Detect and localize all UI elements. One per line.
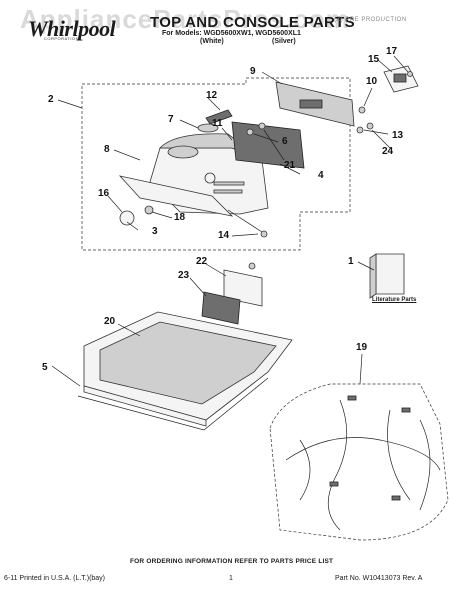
leader-9 bbox=[261, 71, 283, 85]
callout-6: 6 bbox=[282, 136, 288, 147]
leader-20 bbox=[117, 323, 141, 337]
literature-booklet bbox=[375, 253, 405, 295]
page-number: 1 bbox=[229, 575, 233, 582]
leader-19 bbox=[359, 353, 363, 385]
leader-18 bbox=[151, 211, 173, 219]
wire-clip bbox=[205, 109, 233, 125]
knob-16 bbox=[119, 210, 135, 226]
callout-20: 20 bbox=[104, 316, 116, 327]
callout-16: 16 bbox=[98, 188, 110, 199]
callout-14: 14 bbox=[218, 230, 230, 241]
leader-13 bbox=[363, 129, 389, 135]
callout-12: 12 bbox=[206, 90, 218, 101]
print-info: 6-11 Printed in U.S.A. (L.T.)(bay) bbox=[4, 575, 106, 582]
callout-11: 11 bbox=[212, 118, 223, 129]
leader-5 bbox=[51, 365, 81, 387]
wire-harness-branch-4 bbox=[419, 419, 431, 511]
harness-connector-4 bbox=[391, 495, 401, 501]
screw-10 bbox=[358, 106, 366, 114]
screw-24 bbox=[366, 122, 374, 130]
screw-6 bbox=[246, 128, 254, 136]
leader-4 bbox=[279, 163, 301, 175]
leader-6 bbox=[253, 133, 279, 143]
callout-4: 4 bbox=[318, 170, 324, 181]
leader-10 bbox=[363, 87, 373, 107]
control-panel-insert bbox=[118, 175, 234, 217]
leader-12 bbox=[207, 97, 221, 111]
callout-9: 9 bbox=[250, 66, 256, 77]
leader-24 bbox=[371, 129, 391, 149]
callout-19: 19 bbox=[356, 342, 368, 353]
top-panel-lip bbox=[83, 385, 207, 427]
rod-14 bbox=[227, 209, 263, 233]
wire-harness-branch-1 bbox=[299, 439, 311, 501]
screw-22 bbox=[248, 262, 256, 270]
console-button-row-2 bbox=[213, 189, 243, 194]
top-seal bbox=[77, 377, 269, 431]
top-right-note: (Z) PRE PRODUCTION bbox=[334, 17, 407, 23]
top-panel-recess bbox=[99, 321, 277, 405]
leader-2 bbox=[57, 99, 83, 109]
callout-24: 24 bbox=[382, 146, 394, 157]
wire-harness-outline bbox=[269, 383, 449, 541]
leader-16 bbox=[107, 195, 123, 213]
screw-14 bbox=[260, 230, 268, 238]
wire-harness-branch-2 bbox=[327, 399, 348, 531]
harness-connector-3 bbox=[329, 481, 339, 487]
leader-15 bbox=[377, 59, 393, 73]
part-number: Part No. W10413073 Rev. A bbox=[335, 575, 423, 582]
brand-logo: Whirlpool bbox=[28, 16, 116, 41]
leader-14 bbox=[231, 233, 259, 237]
console-button-row-1 bbox=[213, 181, 245, 186]
page-title: TOP AND CONSOLE PARTS bbox=[150, 14, 355, 31]
wire-harness-branch-3 bbox=[387, 409, 411, 501]
callout-8: 8 bbox=[104, 144, 110, 155]
leader-21 bbox=[263, 129, 285, 161]
leader-23 bbox=[189, 277, 207, 297]
ordering-note: FOR ORDERING INFORMATION REFER TO PARTS … bbox=[130, 558, 334, 565]
callout-21: 21 bbox=[284, 160, 296, 171]
callout-10: 10 bbox=[366, 76, 378, 87]
callout-2: 2 bbox=[48, 94, 54, 105]
callout-13: 13 bbox=[392, 130, 404, 141]
callout-3: 3 bbox=[152, 226, 158, 237]
mounting-bracket bbox=[223, 269, 263, 307]
literature-spine bbox=[369, 253, 377, 299]
callout-15: 15 bbox=[368, 54, 380, 65]
harness-connector-2 bbox=[401, 407, 411, 413]
leader-22 bbox=[205, 263, 227, 277]
callout-7: 7 bbox=[168, 114, 174, 125]
leader-3 bbox=[126, 221, 139, 231]
variant-white: (White) bbox=[200, 38, 224, 45]
literature-parts-label: Literature Parts bbox=[372, 297, 417, 303]
screw-17 bbox=[407, 71, 413, 77]
screw-13 bbox=[356, 126, 364, 134]
knob-insert-18 bbox=[144, 205, 154, 215]
variant-silver: (Silver) bbox=[272, 38, 296, 45]
leader-11 bbox=[221, 127, 233, 141]
wire-harness-main bbox=[285, 437, 441, 471]
model-numbers: For Models: WGD5600XW1, WGD5600XL1 bbox=[162, 30, 301, 37]
callout-17: 17 bbox=[386, 46, 398, 57]
brand-subtitle: CORPORATION bbox=[44, 36, 79, 41]
callout-23: 23 bbox=[178, 270, 190, 281]
callout-22: 22 bbox=[196, 256, 208, 267]
callout-5: 5 bbox=[42, 362, 48, 373]
callout-1: 1 bbox=[348, 256, 354, 267]
console-back-slot bbox=[299, 99, 323, 109]
console-group-outline bbox=[81, 77, 351, 251]
callout-18: 18 bbox=[174, 212, 186, 223]
leader-8 bbox=[113, 149, 141, 161]
screw-21 bbox=[258, 122, 266, 130]
leader-17 bbox=[393, 55, 409, 73]
leader-1 bbox=[357, 261, 375, 271]
harness-connector-1 bbox=[347, 395, 357, 401]
switch-assembly bbox=[201, 291, 241, 325]
display-window bbox=[393, 73, 407, 83]
leader-7 bbox=[179, 119, 199, 129]
console-logo-plate bbox=[167, 145, 199, 159]
console-knob-hole bbox=[204, 172, 216, 184]
